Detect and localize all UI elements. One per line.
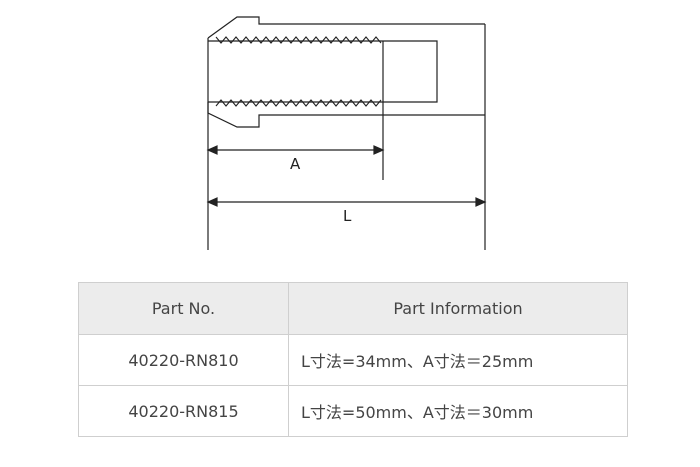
table-header-row: Part No. Part Information — [78, 282, 628, 335]
header-part-information: Part Information — [288, 282, 628, 335]
lower-thread — [215, 99, 382, 107]
part-info-cell: L寸法=50mm、A寸法＝30mm — [288, 385, 628, 437]
table-row: 40220-RN810 L寸法=34mm、A寸法＝25mm — [78, 334, 628, 386]
fitting-body-outline — [207, 16, 485, 128]
part-info-cell: L寸法=34mm、A寸法＝25mm — [288, 334, 628, 386]
dimension-a — [206, 145, 385, 155]
upper-thread — [215, 36, 382, 44]
fitting-technical-drawing — [206, 16, 487, 250]
header-part-no: Part No. — [78, 282, 289, 335]
dimension-a-label: A — [290, 155, 301, 173]
table-row: 40220-RN815 L寸法=50mm、A寸法＝30mm — [78, 385, 628, 437]
part-no-cell: 40220-RN810 — [78, 334, 289, 386]
inner-bore — [208, 40, 438, 103]
dimension-l-label: L — [343, 207, 352, 225]
part-no-cell: 40220-RN815 — [78, 385, 289, 437]
parts-table: Part No. Part Information 40220-RN810 L寸… — [78, 282, 628, 437]
dimension-l — [206, 197, 487, 207]
